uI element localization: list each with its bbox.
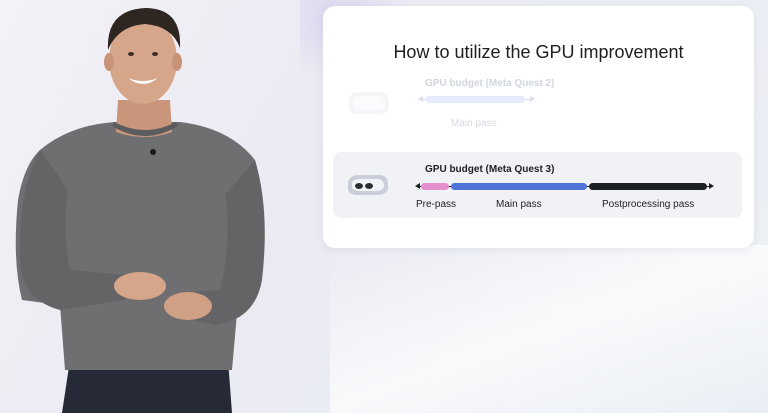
presenter-hair: [107, 8, 181, 50]
quest3-row: GPU budget (Meta Quest 3) Pre-pass Main …: [333, 152, 742, 218]
presenter: [15, 8, 265, 413]
presenter-hand-left: [114, 272, 166, 300]
quest2-main-pass-bar: [425, 96, 525, 103]
headset-icon: [348, 175, 388, 195]
axis-arrow-left: [418, 96, 423, 102]
background-wave: [330, 245, 768, 413]
quest3-budget-label: GPU budget (Meta Quest 3): [425, 164, 555, 175]
quest3-main-pass-bar: [451, 183, 587, 190]
quest2-main-pass-label: Main pass: [451, 118, 497, 129]
quest3-postprocessing-pass-bar: [589, 183, 707, 190]
quest2-row: GPU budget (Meta Quest 2) Main pass: [333, 66, 742, 136]
axis-arrow-right: [709, 183, 714, 189]
presenter-right-arm: [180, 160, 265, 325]
quest3-postprocessing-pass-label: Postprocessing pass: [602, 199, 695, 210]
quest2-axis: [421, 99, 531, 100]
presenter-left-arm: [19, 150, 129, 310]
presenter-hand-right: [164, 292, 212, 320]
axis-arrow-left: [415, 183, 420, 189]
quest3-pre-pass-label: Pre-pass: [416, 199, 457, 210]
slide-card: How to utilize the GPU improvement GPU b…: [323, 6, 754, 248]
axis-arrow-right: [530, 96, 535, 102]
headset-icon: [349, 92, 389, 114]
presenter-pants: [62, 360, 232, 413]
presenter-neck: [116, 100, 172, 137]
quest2-budget-label: GPU budget (Meta Quest 2): [425, 78, 555, 89]
presenter-head: [109, 16, 177, 104]
quest3-pre-pass-bar: [421, 183, 449, 190]
lapel-microphone: [150, 149, 156, 155]
slide-title: How to utilize the GPU improvement: [393, 42, 684, 62]
quest3-main-pass-label: Main pass: [496, 199, 542, 210]
